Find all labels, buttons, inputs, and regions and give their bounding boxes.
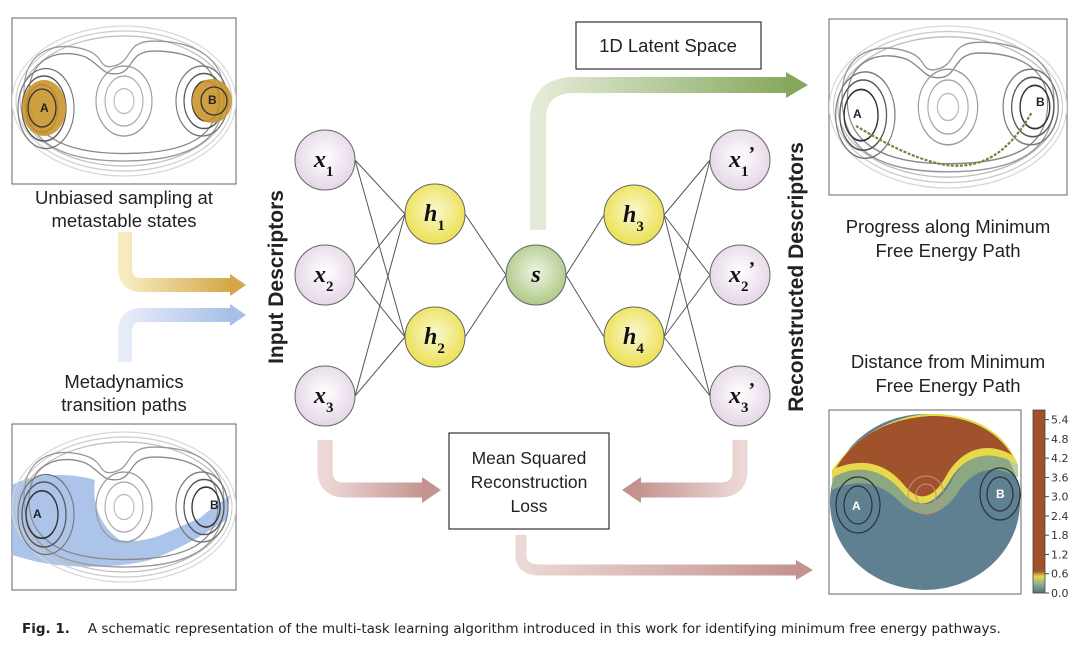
node-h1: h1: [404, 183, 466, 245]
loss-box: Mean Squared Reconstruction Loss: [448, 432, 610, 530]
node-circle: [505, 244, 567, 306]
free-energy-contours: [12, 431, 236, 583]
colorbar: [1032, 409, 1046, 594]
network-edges: [354, 159, 711, 397]
panel-unbiased-sampling: A B Unbiased sampling at metastable stat…: [11, 17, 237, 231]
node-circle: [404, 306, 466, 368]
colorbar-tick-label: 0.0: [1051, 587, 1069, 600]
colorbar-tick-label: 1.2: [1051, 548, 1069, 561]
loss-line-3: Loss: [511, 496, 548, 516]
network-nodes: x1 x2 x3 h1 h2 s h3 h4 x1’ x2’ x3’: [294, 129, 771, 427]
latent-space-box: 1D Latent Space: [575, 21, 762, 70]
edge-x3-h2: [354, 336, 406, 397]
transition-path-samples: [12, 475, 230, 567]
state-b-label: B: [210, 498, 219, 512]
state-a-label: A: [852, 499, 861, 513]
state-a-label: A: [40, 101, 49, 115]
node-s: s: [505, 244, 567, 306]
panel-frame: [828, 18, 1068, 196]
state-a-label: A: [33, 507, 42, 521]
title-line-1: Distance from Minimum: [851, 351, 1045, 372]
node-h4: h4: [603, 306, 665, 368]
edge-x1-h2: [354, 159, 406, 338]
edge-h3-y2: [663, 214, 711, 276]
state-b-label: B: [996, 487, 1005, 501]
node-circle: [294, 244, 356, 306]
loss-to-distance-arrow: [515, 535, 813, 580]
caption-line-2: transition paths: [61, 394, 186, 415]
state-a-label: A: [853, 107, 862, 121]
input-to-loss-arrow: [317, 440, 441, 503]
latent-space-label: 1D Latent Space: [599, 35, 737, 56]
node-circle: [709, 129, 771, 191]
caption-line-2: metastable states: [52, 210, 197, 231]
figure-number: Fig. 1.: [22, 621, 70, 637]
node-circle: [603, 184, 665, 246]
node-y2: x2’: [709, 244, 771, 306]
node-circle: [294, 365, 356, 427]
latent-arrow: [530, 72, 808, 230]
edge-h4-y3: [663, 336, 711, 397]
node-h3: h3: [603, 184, 665, 246]
colorbar-tick-label: 5.4: [1051, 414, 1069, 427]
node-x2: x2: [294, 244, 356, 306]
colorbar-ticks: 5.4 4.8 4.2 3.6 3.0 2.4 1.8 1.2 0.6 0.0: [1045, 414, 1069, 600]
loss-line-1: Mean Squared: [472, 448, 587, 468]
colorbar-tick-label: 1.8: [1051, 529, 1069, 542]
caption-line-1: Unbiased sampling at: [35, 187, 213, 208]
gold-arrow: [118, 232, 246, 296]
panel-progress-along-path: A B Progress along Minimum Free Energy P…: [828, 18, 1068, 261]
colorbar-tick-label: 3.6: [1051, 471, 1069, 484]
blue-arrow: [118, 304, 246, 362]
edge-h4-y2: [663, 274, 711, 338]
edge-x2-h1: [354, 213, 406, 276]
node-y1: x1’: [709, 129, 771, 191]
colorbar-tick-label: 2.4: [1051, 510, 1069, 523]
input-descriptors-label: Input Descriptors: [265, 190, 288, 364]
colorbar-tick-label: 4.2: [1051, 452, 1069, 465]
node-circle: [709, 244, 771, 306]
colorbar-tick-label: 4.8: [1051, 433, 1069, 446]
caption-text: A schematic representation of the multi-…: [87, 621, 1001, 637]
edge-s-h4: [565, 274, 605, 338]
edge-h2-s: [464, 274, 507, 338]
node-h2: h2: [404, 306, 466, 368]
caption-line-2: Free Energy Path: [876, 240, 1021, 261]
edge-h3-y1: [663, 159, 711, 216]
state-b-label: B: [208, 93, 217, 107]
edge-x1-h1: [354, 159, 406, 215]
reconstructed-descriptors-label: Reconstructed Descriptors: [785, 142, 808, 412]
edge-h4-y1: [663, 159, 711, 338]
title-line-2: Free Energy Path: [876, 375, 1021, 396]
state-b-label: B: [1036, 95, 1045, 109]
figure-caption: Fig. 1. A schematic representation of the…: [22, 621, 1001, 637]
output-to-loss-arrow: [622, 440, 748, 503]
colorbar-tick-label: 0.6: [1051, 568, 1069, 581]
node-y3: x3’: [709, 365, 771, 427]
edge-x3-h1: [354, 213, 406, 397]
node-circle: [294, 129, 356, 191]
node-x3: x3: [294, 365, 356, 427]
node-circle: [709, 365, 771, 427]
panel-metadynamics: Metadynamics transition paths A B: [11, 371, 237, 591]
panel-distance-from-path: Distance from Minimum Free Energy Path A…: [828, 351, 1069, 600]
free-energy-contours: [12, 25, 236, 177]
colorbar-tick-label: 3.0: [1051, 491, 1069, 504]
distance-heatmap: [830, 413, 1021, 590]
caption-line-1: Progress along Minimum: [846, 216, 1051, 237]
node-circle: [404, 183, 466, 245]
node-label: s: [530, 262, 540, 288]
edge-s-h3: [565, 214, 605, 276]
edge-h1-s: [464, 213, 507, 276]
caption-line-1: Metadynamics: [64, 371, 183, 392]
loss-line-2: Reconstruction: [471, 472, 588, 492]
node-circle: [603, 306, 665, 368]
node-x1: x1: [294, 129, 356, 191]
minimum-free-energy-path: [855, 111, 1033, 167]
free-energy-contours: [829, 25, 1067, 189]
